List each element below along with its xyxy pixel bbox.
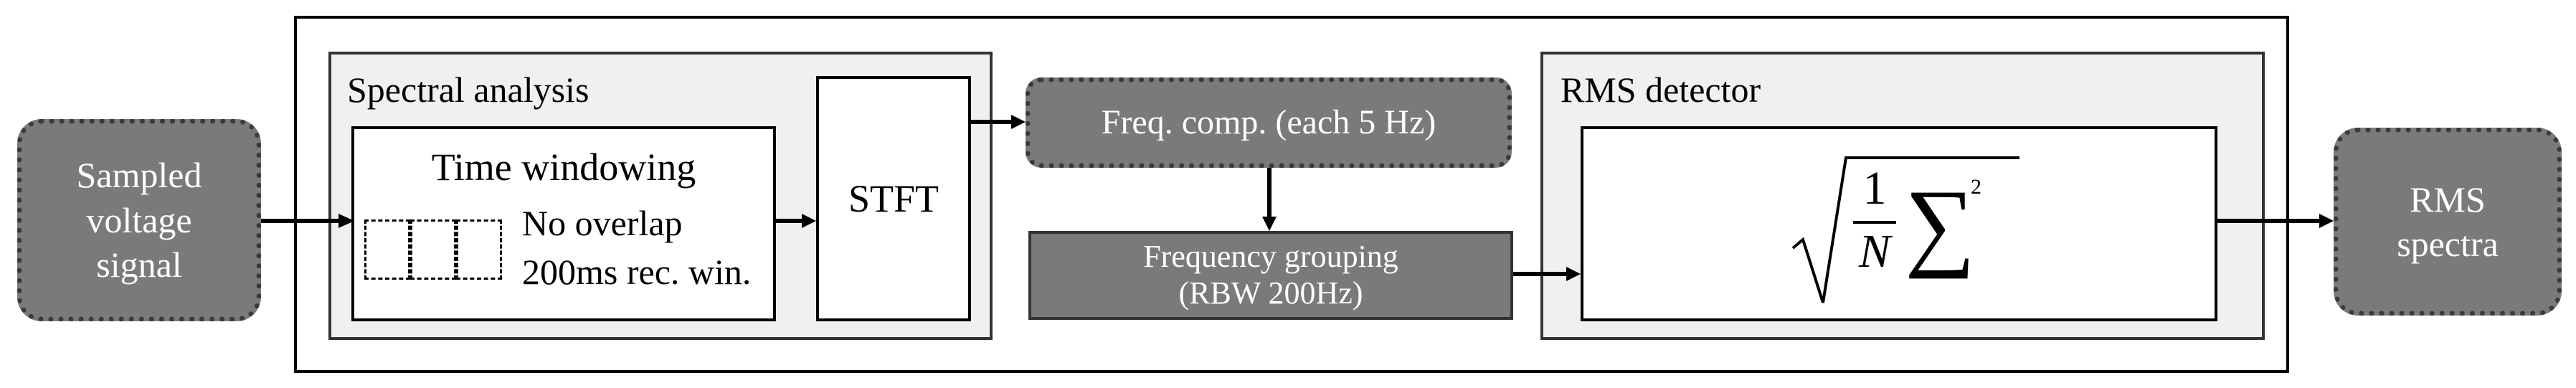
frequency-grouping-line-1: Frequency grouping: [1143, 239, 1398, 275]
frequency-grouping-line-2: (RBW 200Hz): [1178, 275, 1363, 311]
window-frame-icon-2: [410, 219, 456, 280]
output-spectra-node: RMS spectra: [2334, 128, 2562, 316]
frequency-grouping-block: Frequency grouping (RBW 200Hz): [1028, 231, 1513, 320]
rms-detector-title: RMS detector: [1561, 70, 1761, 110]
window-length-label: 200ms rec. win.: [522, 252, 752, 292]
stft-block: STFT: [816, 76, 971, 321]
time-windowing-title: Time windowing: [431, 146, 696, 189]
input-line-3: signal: [96, 245, 182, 285]
square-root-icon: [1791, 156, 2019, 303]
window-frame-icon-3: [456, 219, 502, 280]
rms-formula: 1 N ∑ 2: [1779, 141, 2022, 310]
input-line-2: voltage: [86, 199, 192, 240]
fraction-denominator: N: [1858, 225, 1891, 278]
output-line-1: RMS: [2410, 179, 2486, 219]
summation-symbol: ∑: [1905, 169, 1976, 279]
fraction-bar: [1853, 221, 1896, 224]
input-signal-node: Sampled voltage signal: [17, 119, 261, 321]
freq-components-node: Freq. comp. (each 5 Hz): [1026, 77, 1512, 168]
arrowhead-icon: [1011, 115, 1026, 129]
arrowhead-icon: [802, 214, 816, 228]
stft-label: STFT: [848, 177, 939, 220]
input-line-1: Sampled: [76, 155, 202, 196]
arrowhead-icon: [1566, 267, 1581, 281]
fraction-numerator: 1: [1862, 162, 1887, 214]
arrowhead-icon: [2319, 214, 2334, 228]
no-overlap-label: No overlap: [522, 203, 683, 243]
freq-components-label: Freq. comp. (each 5 Hz): [1101, 103, 1436, 141]
arrowhead-icon: [338, 214, 354, 228]
output-line-2: spectra: [2397, 224, 2499, 264]
window-frame-icon-1: [364, 219, 410, 280]
arrowhead-icon: [1262, 217, 1277, 231]
spectral-analysis-title: Spectral analysis: [347, 70, 589, 110]
exponent-label: 2: [1971, 175, 1981, 199]
